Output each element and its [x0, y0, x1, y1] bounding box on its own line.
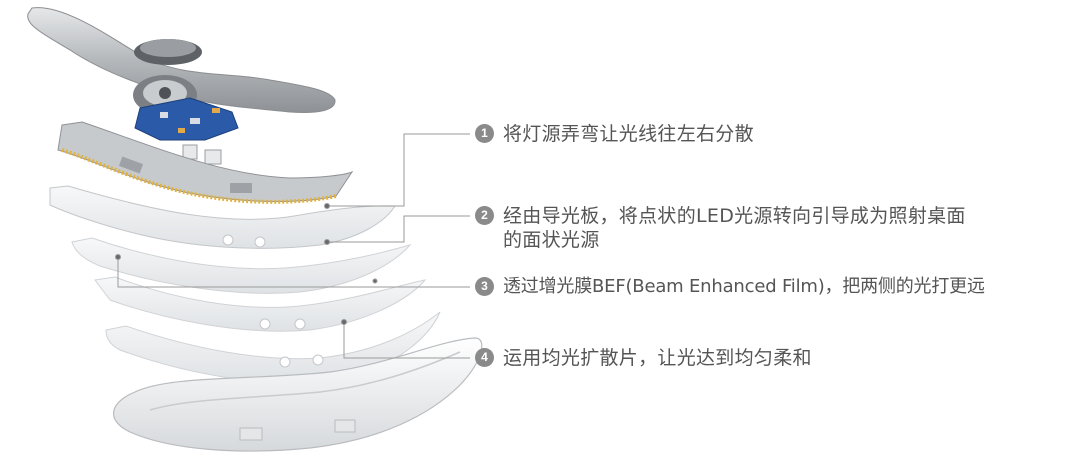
callout-text: 透过增光膜BEF(Beam Enhanced Film)，把两侧的光打更远	[503, 275, 985, 299]
callout-3: 3 透过增光膜BEF(Beam Enhanced Film)，把两侧的光打更远	[475, 275, 985, 299]
lamp-head-part	[28, 8, 335, 115]
step-number-badge: 2	[475, 206, 494, 225]
callout-4: 4 运用均光扩散片，让光达到均匀柔和	[475, 346, 812, 370]
step-number-badge: 3	[475, 277, 494, 296]
callout-text: 运用均光扩散片，让光达到均匀柔和	[503, 346, 812, 370]
callout-text-line-1: 经由导光板，将点状的LED光源转向引导成为照射桌面	[503, 205, 966, 227]
step-number-badge: 1	[475, 124, 494, 143]
callout-text-line-2: 的面状光源	[503, 229, 600, 251]
step-number-badge: 4	[475, 348, 494, 367]
callout-text: 将灯源弄弯让光线往左右分散	[503, 122, 754, 146]
callout-2: 2 经由导光板，将点状的LED光源转向引导成为照射桌面 的面状光源	[475, 204, 966, 252]
leader-line-1	[327, 134, 470, 206]
callout-text: 经由导光板，将点状的LED光源转向引导成为照射桌面 的面状光源	[503, 204, 966, 252]
callout-1: 1 将灯源弄弯让光线往左右分散	[475, 122, 754, 146]
bef-film-part	[72, 238, 425, 331]
